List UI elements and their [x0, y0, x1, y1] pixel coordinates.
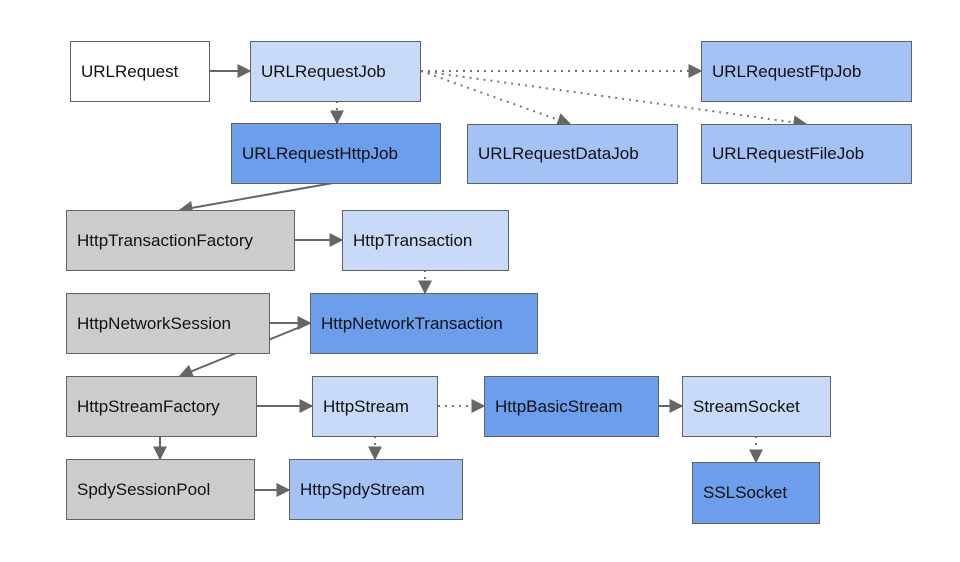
node-httptransaction: HttpTransaction: [342, 210, 509, 271]
node-streamsocket-label: StreamSocket: [693, 396, 800, 416]
node-httpbasicstream-label: HttpBasicStream: [495, 396, 623, 416]
node-urlrequestjob-label: URLRequestJob: [261, 61, 386, 81]
node-httptransaction-label: HttpTransaction: [353, 230, 473, 250]
node-urlrequesthttpjob-label: URLRequestHttpJob: [242, 143, 398, 163]
node-sslsocket-label: SSLSocket: [703, 483, 788, 502]
node-httpnetworktransaction: HttpNetworkTransaction: [310, 293, 538, 354]
node-spdysessionpool-label: SpdySessionPool: [77, 479, 211, 499]
node-streamsocket: StreamSocket: [682, 376, 831, 437]
node-httpstream: HttpStream: [312, 376, 438, 437]
node-httpstreamfactory-label: HttpStreamFactory: [77, 396, 220, 416]
node-spdysessionpool: SpdySessionPool: [66, 459, 255, 520]
node-httpnetworksession-label: HttpNetworkSession: [77, 313, 232, 333]
node-urlrequestfilejob: URLRequestFileJob: [701, 124, 912, 184]
node-httpstreamfactory: HttpStreamFactory: [66, 376, 257, 437]
node-httpnetworksession: HttpNetworkSession: [66, 293, 270, 354]
node-urlrequestftpjob: URLRequestFtpJob: [701, 41, 912, 102]
node-httptransactionfactory: HttpTransactionFactory: [66, 210, 295, 271]
node-urlrequestftpjob-label: URLRequestFtpJob: [712, 61, 862, 81]
node-urlrequestfilejob-label: URLRequestFileJob: [712, 144, 865, 163]
node-urlrequestjob: URLRequestJob: [250, 41, 421, 102]
node-urlrequest: URLRequest: [70, 41, 210, 102]
node-httpnetworktransaction-label: HttpNetworkTransaction: [321, 313, 503, 333]
node-urlrequesthttpjob: URLRequestHttpJob: [231, 123, 441, 184]
node-httpspdystream: HttpSpdyStream: [289, 459, 463, 520]
node-httpbasicstream: HttpBasicStream: [484, 376, 659, 437]
node-urlrequestdatajob: URLRequestDataJob: [467, 124, 678, 184]
edge-httpjob-to-transactionfactory: [178, 182, 334, 215]
node-urlrequest-label: URLRequest: [81, 61, 179, 81]
node-httpspdystream-label: HttpSpdyStream: [300, 479, 425, 499]
node-sslsocket: SSLSocket: [692, 462, 820, 524]
edge-job-to-filejob: [420, 70, 808, 130]
edge-job-to-datajob: [420, 70, 572, 127]
node-httpstream-label: HttpStream: [323, 396, 409, 416]
node-urlrequestdatajob-label: URLRequestDataJob: [478, 144, 639, 163]
node-httptransactionfactory-label: HttpTransactionFactory: [77, 230, 254, 250]
